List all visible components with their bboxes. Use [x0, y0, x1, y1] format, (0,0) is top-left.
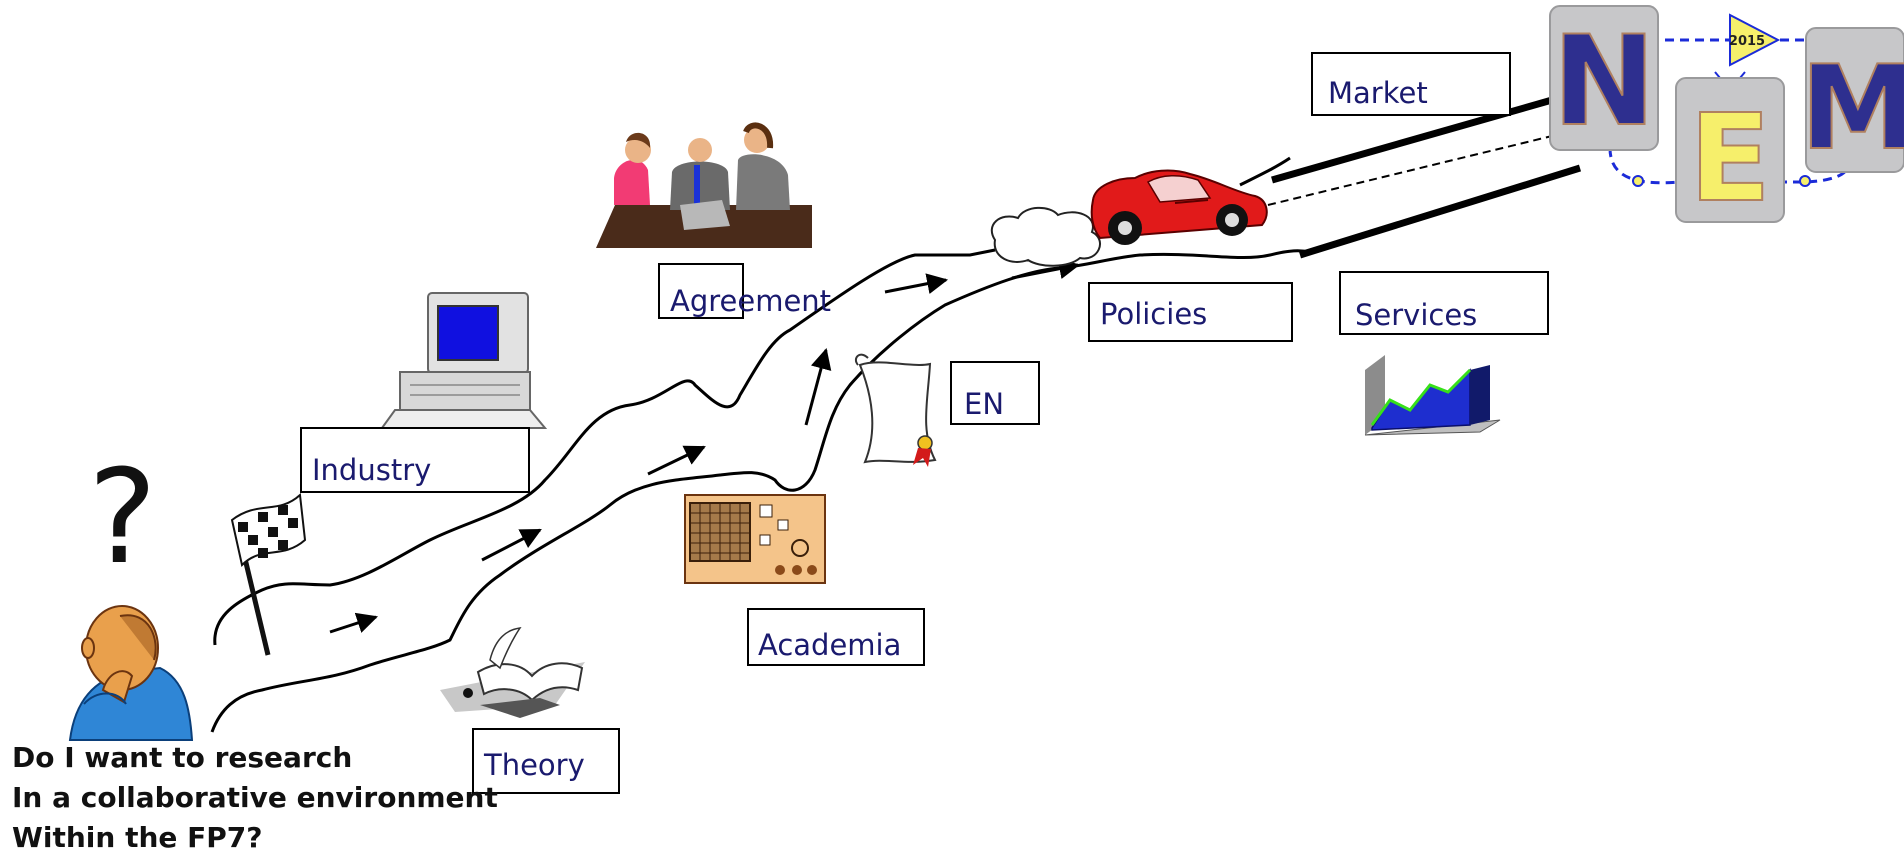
- agreement-box: [658, 263, 744, 319]
- speed-line-bottom: [1298, 164, 1582, 259]
- meeting-people-icon: [596, 122, 812, 248]
- arrow-5: [884, 273, 949, 294]
- question-mark: ?: [88, 441, 157, 593]
- road-upper-edge: [213, 248, 996, 646]
- policies-label: Policies: [1100, 297, 1208, 331]
- en-label: EN: [964, 387, 1005, 421]
- book-quill-icon: [440, 627, 585, 718]
- agreement-label: Agreement: [670, 284, 832, 318]
- arrow-1: [329, 612, 378, 634]
- exhaust-cloud-icon: [990, 206, 1101, 267]
- logo-tile-m: [1805, 27, 1904, 173]
- nem-logo: N E M 2015: [1549, 5, 1904, 230]
- theory-box: [472, 728, 620, 794]
- academia-box: [747, 608, 925, 666]
- speed-line-tail: [1239, 156, 1291, 187]
- theory-label: Theory: [484, 748, 585, 782]
- computer-icon: [380, 292, 548, 429]
- logo-letter-m: M: [1800, 41, 1904, 176]
- speed-line-dashed: [1267, 135, 1553, 206]
- question-line-1: Do I want to research: [12, 741, 353, 774]
- question-line-3: Within the FP7?: [12, 821, 263, 854]
- question-line-2: In a collaborative environment: [12, 781, 498, 814]
- policies-box: [1088, 282, 1293, 342]
- arrow-4: [804, 347, 832, 426]
- thinking-man-icon: [68, 605, 194, 741]
- research-question: Do I want to research In a collaborative…: [12, 738, 498, 858]
- red-car-icon: [1090, 169, 1268, 245]
- industry-label: Industry: [312, 453, 432, 487]
- road-lower-edge: [210, 249, 1311, 733]
- services-box: [1339, 271, 1549, 335]
- academia-label: Academia: [758, 628, 902, 662]
- diploma-scroll-icon: [854, 353, 937, 467]
- arrow-2: [481, 528, 542, 562]
- lab-equipment-icon: [684, 494, 826, 584]
- logo-tile-n: [1549, 5, 1659, 151]
- logo-letter-n: N: [1552, 10, 1656, 154]
- arrow-3: [647, 445, 706, 476]
- checkered-flag-icon: [230, 492, 307, 656]
- logo-tile-e: [1675, 77, 1785, 223]
- logo-letter-e: E: [1689, 90, 1771, 229]
- year-flag-icon: [1729, 13, 1781, 67]
- en-box: [950, 361, 1040, 425]
- services-label: Services: [1355, 298, 1478, 332]
- industry-box: [300, 427, 530, 493]
- logo-year: 2015: [1729, 34, 1765, 49]
- market-label: Market: [1328, 76, 1428, 110]
- arrow-6: [1011, 258, 1081, 280]
- services-chart-icon: [1364, 355, 1501, 436]
- market-box: [1311, 52, 1511, 116]
